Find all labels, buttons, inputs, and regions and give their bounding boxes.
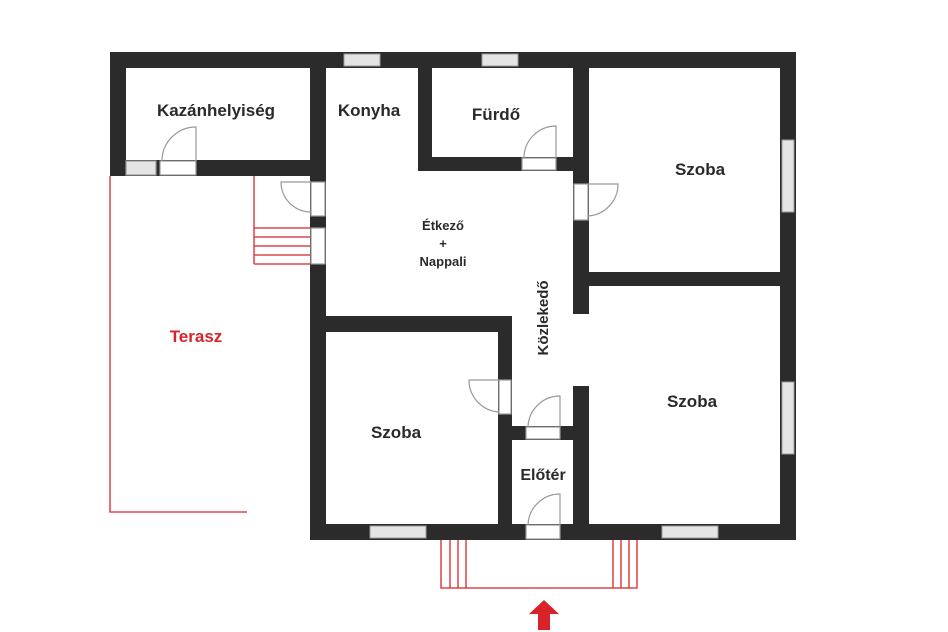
label-corridor: Közlekedő [535, 280, 552, 355]
wall-bath-bottom [418, 157, 588, 171]
wall-right [780, 52, 796, 540]
door-gap-kitchen-2 [310, 227, 326, 265]
door-swing-kitchen-1 [280, 181, 312, 213]
door-gap-left-room [498, 379, 512, 415]
room-labels: Kazánhelyiség Konyha Fürdő Szoba Étkező … [157, 101, 726, 484]
terrace-stairs [253, 176, 310, 265]
wall-corridor-right-lower [573, 386, 589, 540]
wall-top [110, 52, 796, 68]
windows [343, 53, 795, 539]
terrace-border [109, 176, 247, 513]
up-arrow-icon [529, 600, 559, 630]
wall-west [310, 52, 326, 540]
terrace-outline [109, 176, 638, 589]
door-gap-bathroom [521, 157, 557, 171]
window-bathroom [481, 53, 519, 67]
label-bathroom: Fürdő [472, 105, 520, 124]
window-room-bottom-right-s [661, 525, 719, 539]
label-room-top-right: Szoba [675, 160, 726, 179]
wall-living-bottom [310, 316, 512, 332]
door-gap-entrance [525, 524, 561, 540]
door-swing-room-tr [587, 183, 619, 217]
label-room-bottom-right: Szoba [667, 392, 718, 411]
door-gap-room-tr [573, 183, 589, 221]
door-swing-entrance [527, 493, 561, 526]
door-swing-left-room [468, 379, 500, 413]
walls [110, 52, 796, 540]
door-gap-hall [525, 426, 561, 440]
wall-corridor-right [573, 52, 589, 314]
entrance-steps [440, 540, 638, 589]
wall-room-divider [573, 272, 796, 286]
window-room-top-right [781, 139, 795, 213]
label-terrace: Terasz [170, 327, 223, 346]
label-dining-line3: Nappali [420, 254, 467, 269]
label-boiler-room: Kazánhelyiség [157, 101, 275, 120]
window-kitchen [343, 53, 381, 67]
wall-left-boiler [110, 52, 126, 176]
window-room-left [369, 525, 427, 539]
wall-bath-left [418, 52, 432, 170]
label-hall: Előtér [520, 467, 565, 484]
door-swing-hall [527, 395, 561, 428]
door-gap-boiler [159, 160, 197, 176]
door-swing-boiler [161, 126, 197, 162]
door-swing-bathroom [523, 125, 557, 159]
label-kitchen: Konyha [338, 101, 401, 120]
doors [125, 125, 619, 540]
door-gap-kitchen-1 [310, 181, 326, 217]
door-boiler-window [125, 160, 157, 176]
label-room-left: Szoba [371, 423, 422, 442]
label-dining-line2: + [439, 236, 447, 251]
window-room-bottom-right [781, 381, 795, 455]
label-dining-line1: Étkező [422, 218, 464, 233]
